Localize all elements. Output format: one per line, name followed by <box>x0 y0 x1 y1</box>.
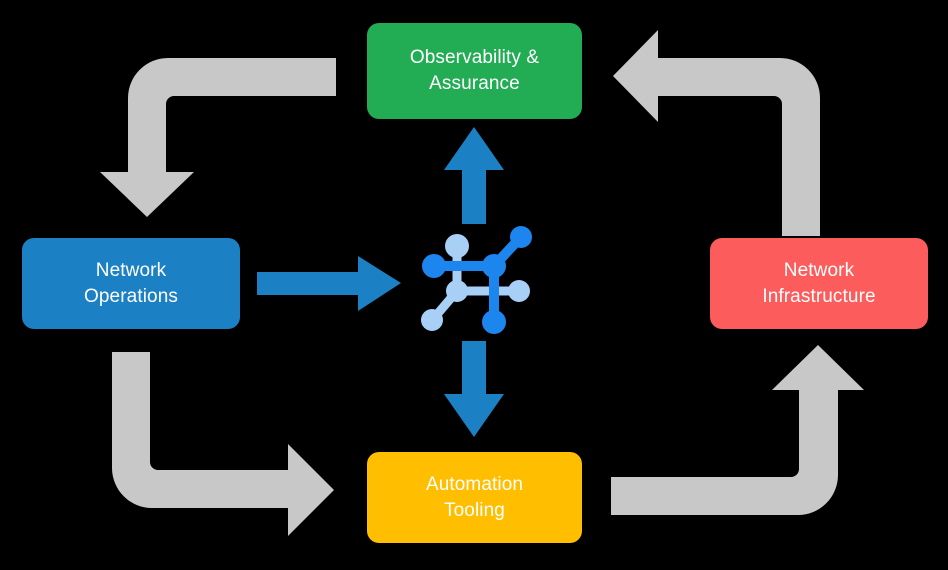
blue-arrow-center-to-automation <box>444 341 504 437</box>
node-label-infrastructure: Network Infrastructure <box>762 259 876 307</box>
node-label-automation: Automation Tooling <box>425 473 524 521</box>
blue-arrow-operations-to-center <box>257 256 401 311</box>
blue-arrow-center-to-observability <box>444 127 504 224</box>
node-label-observability: Observability & Assurance <box>409 47 540 94</box>
gray-arrow-automation-to-infrastructure <box>611 345 864 515</box>
node-network-operations[interactable]: Network Operations <box>22 238 240 329</box>
node-observability-assurance[interactable]: Observability & Assurance <box>367 23 582 119</box>
node-label-operations: Network Operations <box>84 259 178 307</box>
gray-arrow-observability-to-operations <box>100 58 336 217</box>
gray-arrow-operations-to-automation <box>112 352 334 536</box>
gray-arrow-infrastructure-to-observability <box>613 30 820 236</box>
node-network-infrastructure[interactable]: Network Infrastructure <box>710 238 928 329</box>
node-automation-tooling[interactable]: Automation Tooling <box>367 452 582 543</box>
network-topology-icon <box>421 226 532 334</box>
